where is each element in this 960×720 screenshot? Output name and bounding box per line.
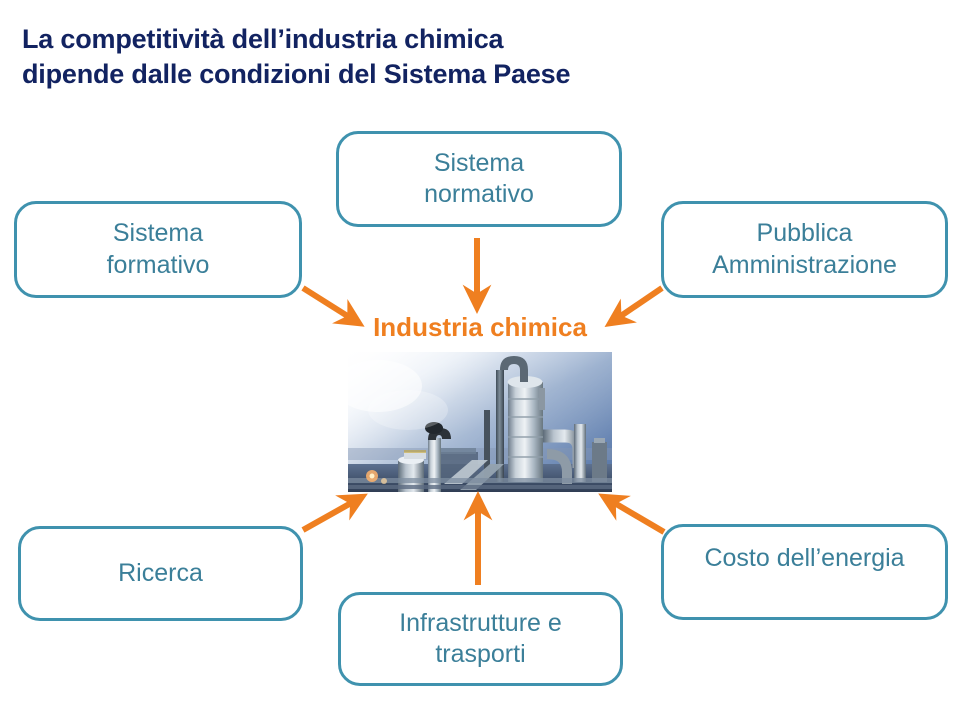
node-sistema-formativo[interactable]: Sistema formativo <box>14 201 302 298</box>
node-label: Infrastrutture e trasporti <box>399 608 562 669</box>
node-label: Ricerca <box>118 558 203 587</box>
arrow-costo-energia <box>598 493 666 535</box>
node-label: Pubblica Amministrazione <box>712 219 897 279</box>
node-pubblica-amministrazione[interactable]: Pubblica Amministrazione <box>661 201 948 298</box>
node-costo-dellenergia[interactable]: Costo dell’energia <box>661 524 948 620</box>
center-label-industria-chimica: Industria chimica <box>373 312 587 342</box>
node-label: Sistema normativo <box>424 148 534 209</box>
node-infrastrutture-e-trasporti[interactable]: Infrastrutture e trasporti <box>338 592 623 686</box>
node-sistema-normativo[interactable]: Sistema normativo <box>336 131 622 227</box>
node-ricerca[interactable]: Ricerca <box>18 526 303 621</box>
chemical-plant-photo <box>348 352 612 492</box>
node-label: Sistema formativo <box>106 219 210 279</box>
page-title: La competitività dell’industria chimica … <box>22 24 571 90</box>
node-label: Costo dell’energia <box>704 544 905 572</box>
arrow-ricerca <box>301 493 368 533</box>
